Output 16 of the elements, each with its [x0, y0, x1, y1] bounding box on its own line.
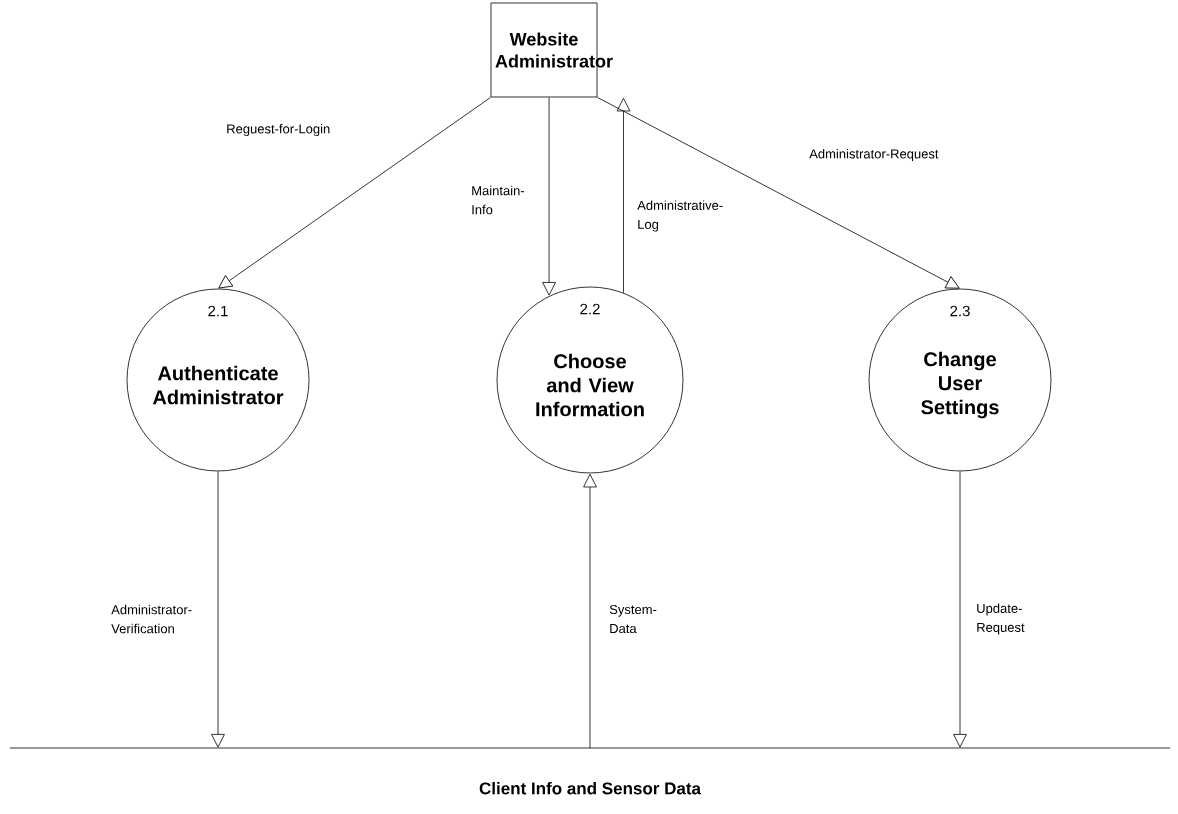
entity-box: Website Administrator [490, 2, 613, 98]
arrow [542, 97, 556, 296]
arrow [218, 97, 491, 289]
edge-label: Maintain- Info [472, 185, 525, 215]
edge-label: System- Data [609, 604, 657, 634]
arrow [211, 471, 225, 748]
edge-label: Reguest-for-Login [227, 123, 330, 137]
data-store: Client Info and Sensor Data [9, 747, 1171, 795]
arrow [953, 471, 967, 748]
edge-label: Update- Request [977, 603, 1025, 635]
edge-label: Administrative- Log [637, 200, 723, 232]
edge-label: Administrator-Request [809, 148, 939, 162]
arrow [616, 97, 631, 294]
arrow [583, 473, 597, 749]
edge-label: Administrator- Verification [111, 604, 192, 634]
arrow [597, 97, 960, 289]
